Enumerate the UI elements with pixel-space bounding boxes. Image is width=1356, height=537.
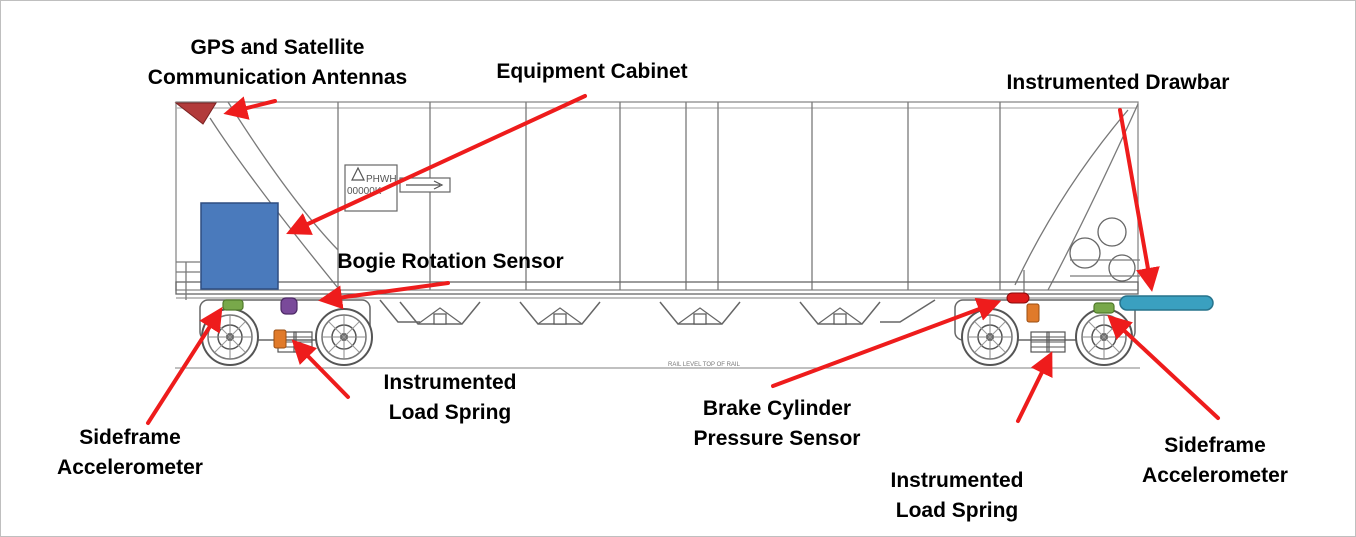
load-spring-left-icon	[273, 329, 287, 349]
label-sideframe-accel-right: Sideframe Accelerometer	[1142, 434, 1288, 487]
arrow-brake-cylinder	[771, 297, 1002, 388]
arrow-instrumented-drawbar	[1118, 108, 1160, 292]
load-spring-right-icon	[1026, 303, 1040, 323]
drawbar-bar	[1119, 295, 1214, 311]
sideframe-accelerometer-right-icon	[1093, 302, 1115, 314]
label-load-spring-left: Instrumented Load Spring	[383, 371, 517, 424]
arrow-gps-antennas	[223, 96, 277, 120]
wagon-number: 00000K	[347, 186, 382, 197]
label-sideframe-accel-left: Sideframe Accelerometer	[57, 426, 203, 479]
label-brake-cylinder-sensor: Brake Cylinder Pressure Sensor	[693, 397, 861, 450]
wagon-code: PHWH	[366, 174, 397, 185]
equipment-cabinet-box	[200, 202, 279, 290]
label-instrumented-drawbar: Instrumented Drawbar	[1006, 71, 1230, 94]
sideframe-accelerometer-left-icon	[222, 299, 244, 311]
label-equipment-cabinet: Equipment Cabinet	[496, 60, 688, 83]
wagon-marking: PHWH 00000K	[344, 164, 451, 212]
arrow-equipment-cabinet	[286, 94, 587, 235]
rail-note: RAIL LEVEL TOP OF RAIL	[668, 362, 741, 368]
arrow-bogie-rotation-sensor	[318, 281, 450, 310]
label-load-spring-right: Instrumented Load Spring	[890, 469, 1024, 522]
gps-antenna-icon	[174, 102, 217, 125]
arrow-load-spring-left	[291, 339, 350, 399]
label-gps-antennas: GPS and Satellite Communication Antennas	[147, 36, 408, 89]
label-bogie-rotation-sensor: Bogie Rotation Sensor	[337, 250, 564, 273]
underframe-truss	[379, 299, 936, 325]
arrow-sideframe-accel-left	[146, 306, 223, 425]
arrow-load-spring-right	[1016, 351, 1053, 423]
arrow-sideframe-accel-right	[1107, 314, 1220, 420]
bogie-rotation-sensor-icon	[280, 297, 298, 315]
brake-cylinder-sensor-icon	[1006, 292, 1030, 304]
